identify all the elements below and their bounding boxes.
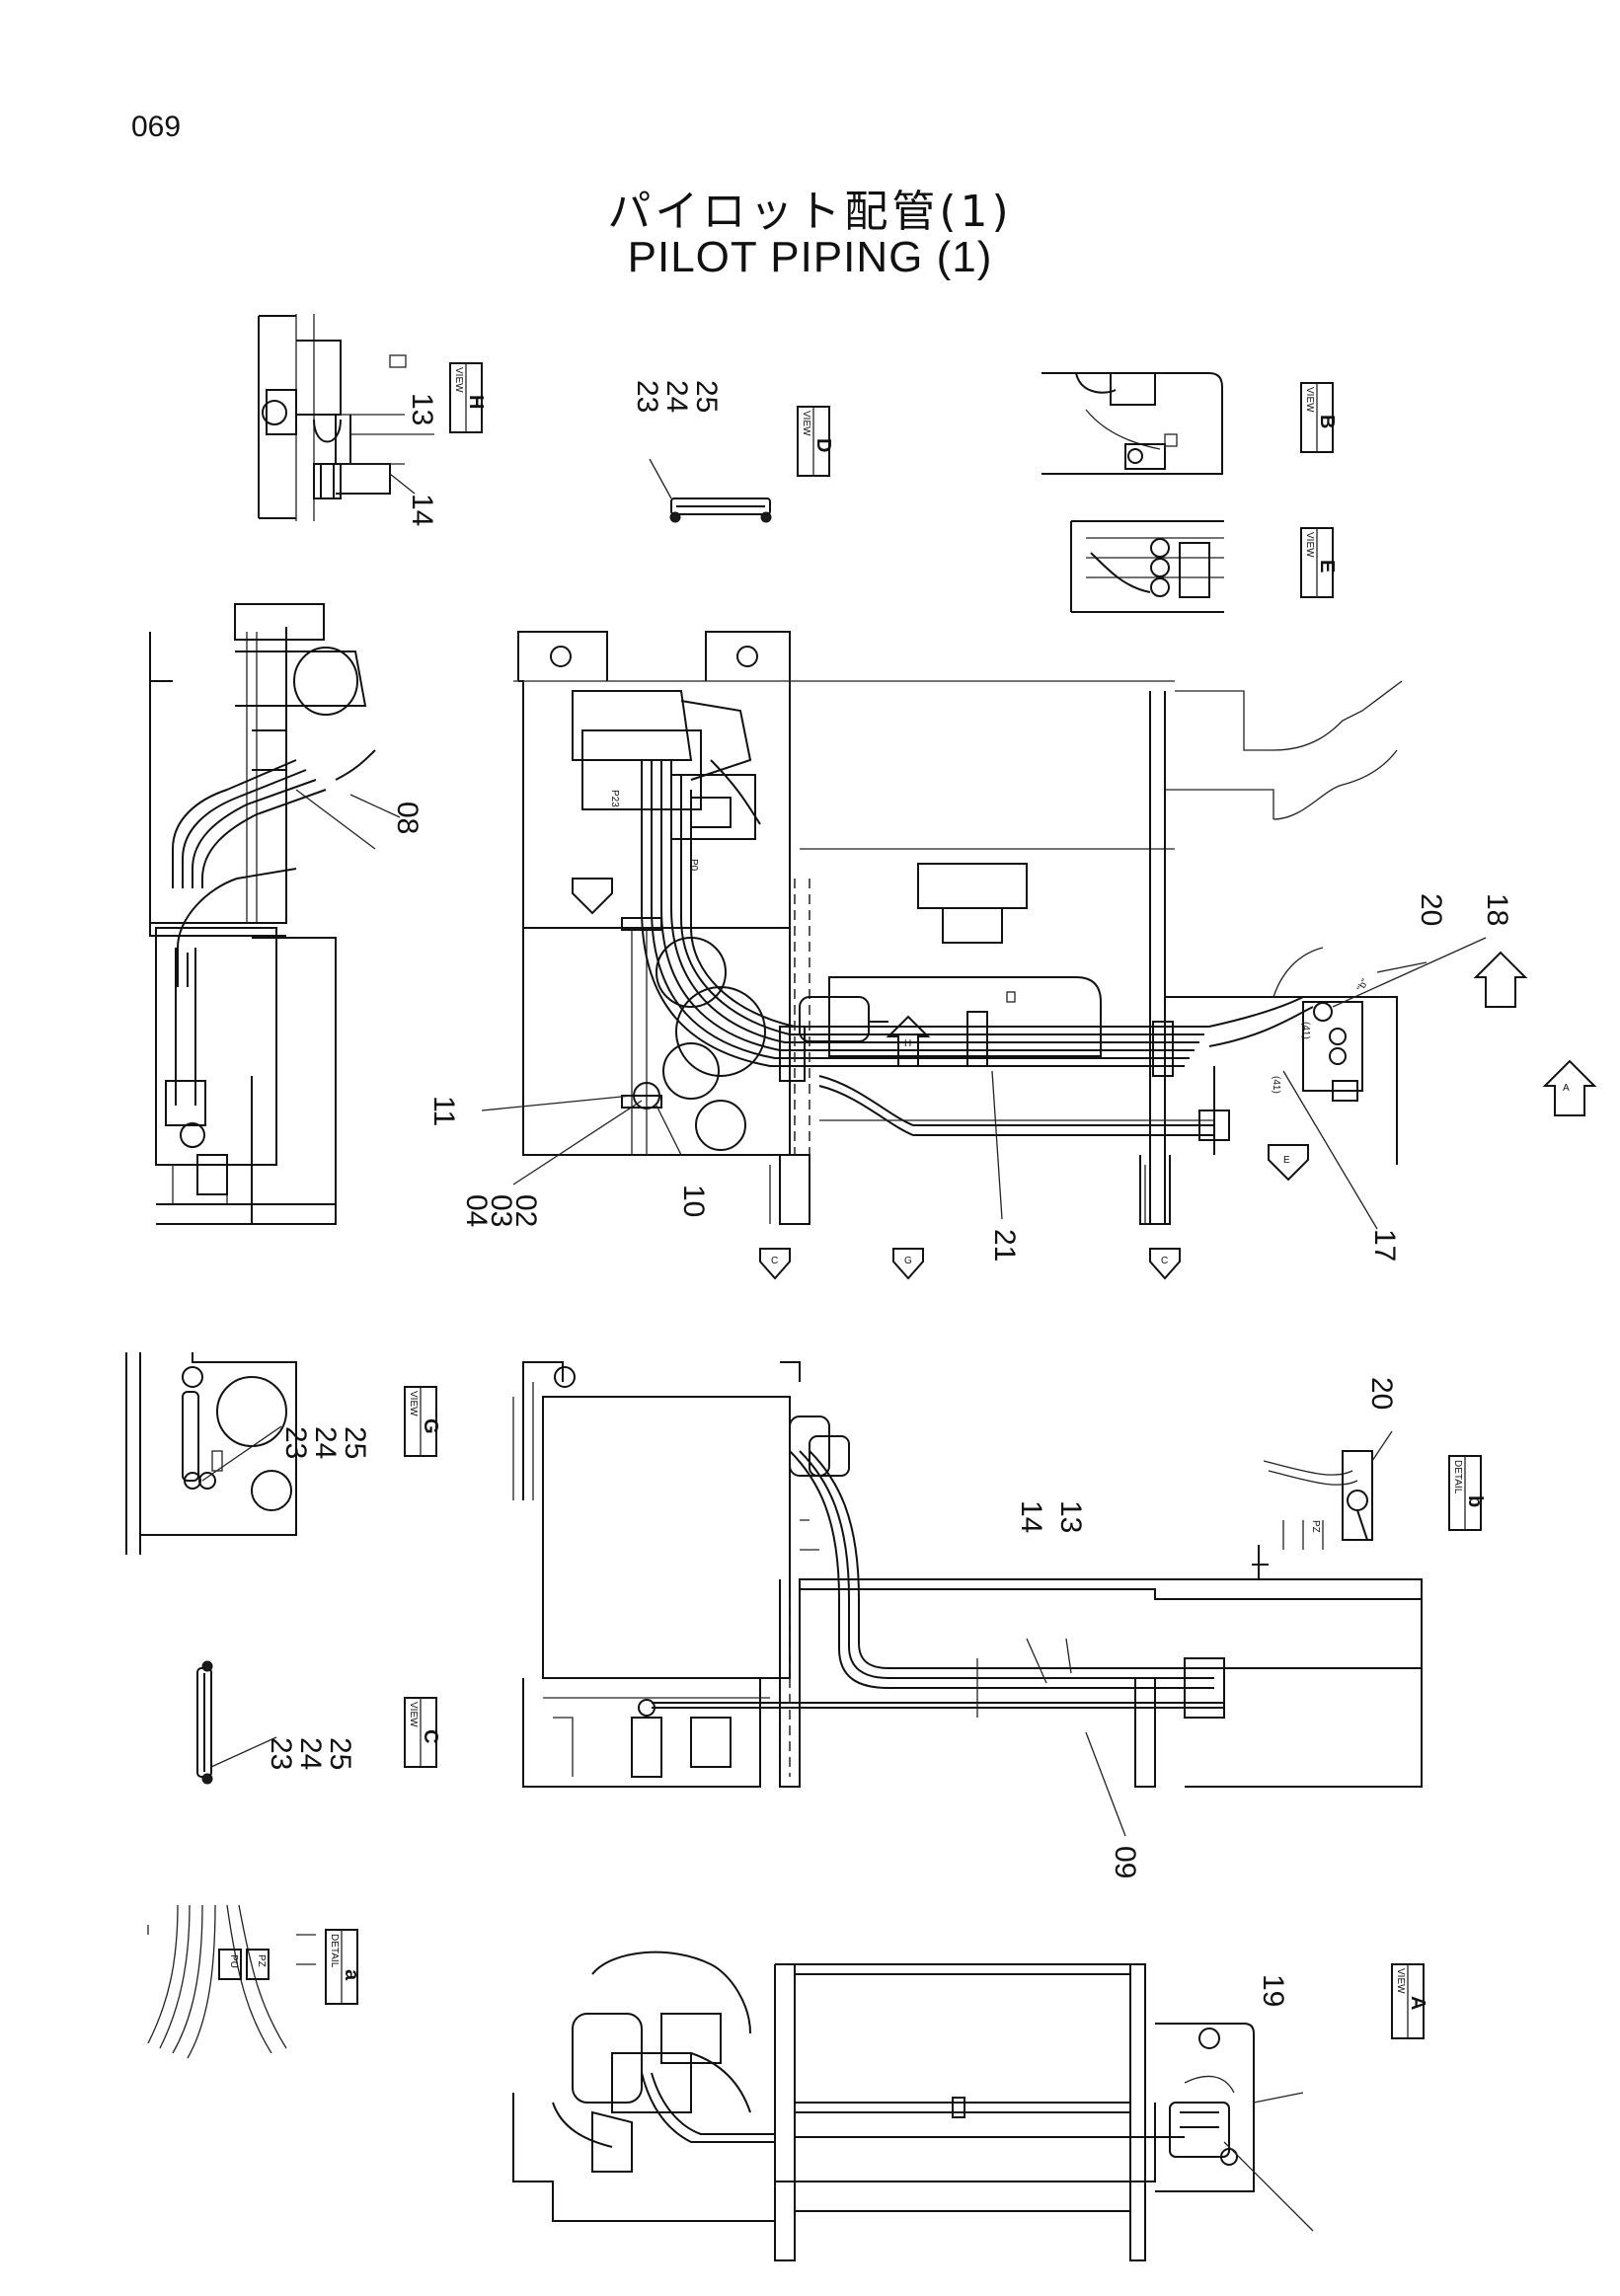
view-e-drawing xyxy=(1070,520,1224,613)
view-label-box-h: VIEW H xyxy=(449,362,487,433)
view-label-box-a: VIEW A xyxy=(1391,1963,1428,2039)
callout-08: 08 xyxy=(391,802,424,834)
callout-23-view-g: 23 xyxy=(279,1426,312,1459)
view-a-drawing xyxy=(512,1951,1314,2261)
callout-13-middle: 13 xyxy=(1054,1500,1087,1533)
view-g-letter: G xyxy=(420,1418,441,1434)
svg-text:A: A xyxy=(1563,1083,1570,1094)
page-number: 069 xyxy=(131,111,182,143)
svg-text:PZ: PZ xyxy=(1310,1520,1321,1533)
view-a-letter: A xyxy=(1407,1996,1428,2010)
view-label-box-b: VIEW B xyxy=(1300,382,1338,453)
title-english: PILOT PIPING (1) xyxy=(627,233,993,281)
svg-text:PU: PU xyxy=(228,1954,239,1968)
svg-text:H: H xyxy=(904,1038,911,1049)
svg-text:VIEW: VIEW xyxy=(408,1391,419,1416)
svg-text:P0: P0 xyxy=(688,859,699,872)
svg-text:DETAIL: DETAIL xyxy=(1452,1460,1463,1494)
title-japanese: パイロット配管(1) xyxy=(607,187,1013,237)
svg-text:(41): (41) xyxy=(1300,1022,1311,1039)
view-d-drawing xyxy=(649,458,772,523)
callout-14-middle: 14 xyxy=(1015,1500,1047,1533)
svg-text:VIEW: VIEW xyxy=(1304,387,1315,413)
callout-24-view-c: 24 xyxy=(294,1737,327,1770)
detail-b-drawing: PZ xyxy=(1252,1430,1393,1579)
callout-14-view-h: 14 xyxy=(406,494,438,526)
callout-11: 11 xyxy=(427,1096,460,1126)
view-arrow-a: A xyxy=(1542,1059,1597,1116)
view-b-drawing xyxy=(1041,372,1223,475)
view-label-box-g: VIEW G xyxy=(404,1386,441,1457)
callout-18: 18 xyxy=(1481,893,1513,926)
callout-23-view-c: 23 xyxy=(265,1737,297,1770)
svg-text:DETAIL: DETAIL xyxy=(329,1934,340,1968)
svg-text:G: G xyxy=(904,1256,912,1266)
view-c-letter: C xyxy=(420,1729,441,1743)
callout-17: 17 xyxy=(1368,1229,1401,1262)
svg-text:VIEW: VIEW xyxy=(453,367,464,393)
svg-text:VIEW: VIEW xyxy=(1395,1968,1406,1994)
callout-25-view-g: 25 xyxy=(339,1426,371,1459)
callout-24-view-d: 24 xyxy=(660,380,693,413)
main-top-view-drawing: P23 P0 (41) (41) "b" xyxy=(513,631,1403,1225)
view-arrow-c-left: C xyxy=(759,1248,791,1280)
callout-03: 03 xyxy=(485,1194,517,1227)
view-label-box-e: VIEW E xyxy=(1300,527,1338,598)
view-h-drawing xyxy=(258,314,434,521)
view-label-box-c: VIEW C xyxy=(404,1697,441,1768)
view-label-box-d: VIEW D xyxy=(797,406,834,477)
callout-25-view-d: 25 xyxy=(690,380,723,413)
left-side-view-drawing xyxy=(149,603,401,1225)
svg-text:VIEW: VIEW xyxy=(408,1702,419,1727)
view-arrow-main-1 xyxy=(572,878,613,915)
svg-text:P23: P23 xyxy=(609,790,620,807)
view-c-drawing xyxy=(196,1660,277,1785)
callout-20-main: 20 xyxy=(1415,893,1447,926)
detail-label-box-b: DETAIL b xyxy=(1448,1455,1486,1531)
callout-04: 04 xyxy=(460,1194,493,1227)
view-e-letter: E xyxy=(1316,560,1338,573)
svg-text:VIEW: VIEW xyxy=(801,411,811,436)
svg-text:E: E xyxy=(1283,1155,1290,1166)
callout-24-view-g: 24 xyxy=(309,1426,342,1459)
callout-10: 10 xyxy=(677,1185,710,1217)
detail-a-drawing: PU PZ xyxy=(147,1904,316,2059)
svg-text:PZ: PZ xyxy=(256,1954,267,1967)
callout-21: 21 xyxy=(988,1229,1021,1262)
callout-25-view-c: 25 xyxy=(324,1737,356,1770)
callout-02: 02 xyxy=(509,1194,542,1227)
view-arrow-h: H xyxy=(886,1015,931,1067)
svg-text:(41): (41) xyxy=(1271,1076,1281,1094)
view-d-letter: D xyxy=(812,438,834,452)
view-arrow-g: G xyxy=(892,1248,924,1280)
view-h-letter: H xyxy=(465,395,487,409)
view-arrow-d xyxy=(1473,951,1528,1008)
view-g-drawing xyxy=(125,1352,297,1555)
view-arrow-c-right: C xyxy=(1149,1248,1181,1280)
detail-b-letter: b xyxy=(1464,1495,1486,1507)
middle-view-drawing xyxy=(512,1361,1423,1837)
detail-a-letter: a xyxy=(341,1969,362,1981)
callout-20-detail-b: 20 xyxy=(1365,1377,1398,1410)
view-arrow-e: E xyxy=(1268,1144,1309,1182)
detail-label-box-a: DETAIL a xyxy=(325,1929,362,2005)
callout-13-view-h: 13 xyxy=(406,393,438,425)
svg-text:C: C xyxy=(771,1256,778,1266)
svg-text:VIEW: VIEW xyxy=(1304,532,1315,558)
svg-text:C: C xyxy=(1161,1256,1168,1266)
callout-23-view-d: 23 xyxy=(631,380,663,413)
callout-09: 09 xyxy=(1109,1846,1141,1878)
view-b-letter: B xyxy=(1316,415,1338,428)
callout-19: 19 xyxy=(1257,1974,1289,2007)
main-view-leaders xyxy=(481,937,1487,1230)
